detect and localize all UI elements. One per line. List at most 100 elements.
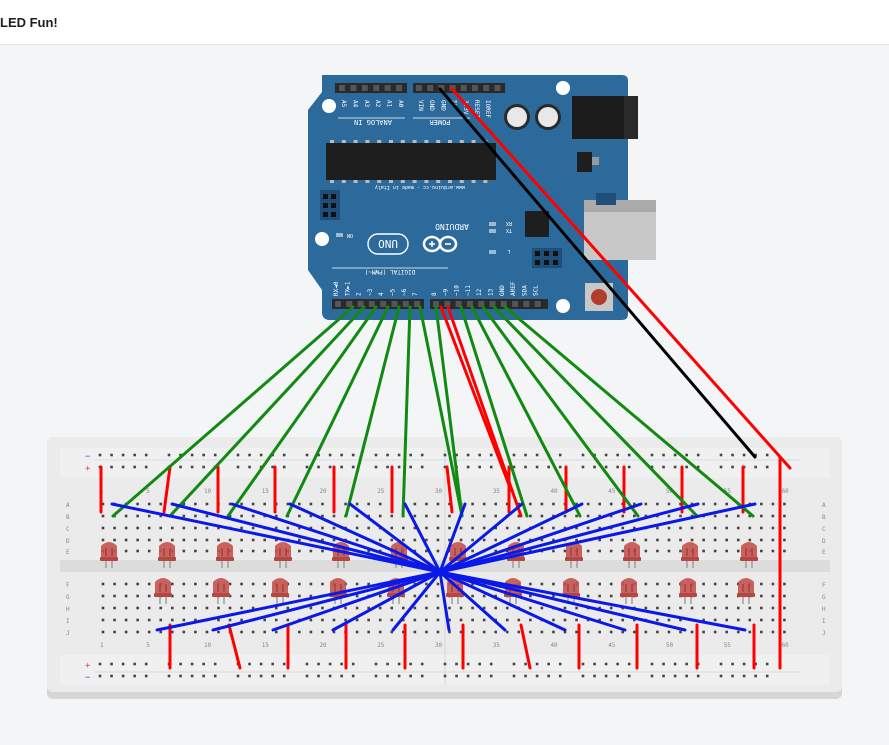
blue-wire[interactable]	[438, 502, 524, 574]
blue-wire[interactable]	[211, 570, 442, 632]
circuit-canvas[interactable]: AABBCCDDEEFFGGHHIIJJ11551010151520202525…	[0, 45, 889, 740]
led[interactable]	[681, 542, 699, 568]
led[interactable]	[100, 542, 118, 568]
blue-wire[interactable]	[438, 502, 643, 574]
rail-hole	[685, 662, 688, 666]
led[interactable]	[620, 578, 638, 604]
led[interactable]	[623, 542, 641, 568]
rail-hole	[305, 453, 309, 457]
led[interactable]	[271, 578, 289, 604]
green-signal-wire[interactable]	[434, 305, 464, 518]
breadboard-hole	[298, 630, 301, 634]
led-body	[159, 542, 175, 557]
blue-wire[interactable]	[348, 502, 442, 574]
led[interactable]	[212, 578, 230, 604]
green-signal-wire[interactable]	[401, 305, 412, 518]
rail-hole	[535, 674, 539, 678]
breadboard-hole	[425, 618, 428, 622]
green-signal-wire[interactable]	[226, 305, 378, 518]
blue-wire[interactable]	[438, 570, 687, 632]
rail-hole	[121, 453, 125, 457]
green-signal-wire[interactable]	[111, 305, 355, 518]
red-jumper-wire[interactable]	[227, 623, 242, 670]
led[interactable]	[154, 578, 172, 604]
blue-wire[interactable]	[438, 570, 747, 632]
rail-hole	[581, 465, 585, 469]
blue-wire[interactable]	[331, 570, 442, 632]
green-signal-wire[interactable]	[418, 305, 464, 518]
blue-wire[interactable]	[438, 502, 700, 574]
breadboard-hole	[205, 606, 209, 610]
breadboard-hole	[783, 549, 786, 553]
rail-hole	[627, 674, 631, 678]
breadboard-hole	[171, 630, 174, 634]
green-signal-wire[interactable]	[503, 305, 755, 518]
breadboard-hole	[471, 514, 474, 518]
breadboard-hole	[713, 526, 717, 530]
green-signal-wire[interactable]	[459, 305, 529, 518]
breadboard-hole	[586, 549, 590, 553]
blue-wire[interactable]	[391, 570, 442, 632]
blue-wire[interactable]	[438, 570, 507, 632]
blue-wire[interactable]	[438, 502, 467, 574]
led[interactable]	[679, 578, 697, 604]
breadboard-hole	[413, 526, 417, 530]
breadboard-hole	[760, 606, 763, 610]
breadboard-hole	[586, 502, 590, 506]
green-signal-wire[interactable]	[344, 305, 401, 518]
rail-hole	[202, 662, 205, 666]
red-jumper-wire[interactable]	[445, 465, 454, 514]
green-signal-wire[interactable]	[168, 305, 366, 518]
breadboard-hole	[725, 549, 728, 553]
blue-wire[interactable]	[288, 502, 442, 574]
led[interactable]	[740, 542, 758, 568]
digital-label: DIGITAL (PWM~)	[365, 268, 416, 275]
breadboard-hole	[344, 502, 347, 506]
breadboard-hole	[656, 502, 659, 506]
rx-label: RX	[506, 220, 512, 226]
rail-hole	[351, 453, 355, 457]
blue-wire[interactable]	[230, 502, 442, 574]
blue-wire[interactable]	[110, 502, 442, 574]
green-signal-wire[interactable]	[481, 305, 640, 518]
rail-hole	[662, 662, 665, 666]
wire-layer[interactable]	[99, 87, 792, 670]
blue-wire[interactable]	[438, 570, 451, 632]
breadboard[interactable]: AABBCCDDEEFFGGHHIIJJ11551010151520202525…	[47, 437, 842, 699]
led-rim	[565, 557, 583, 561]
blue-wire[interactable]	[170, 502, 442, 574]
blue-wire[interactable]	[438, 570, 567, 632]
breadboard-hole	[171, 538, 174, 542]
power-pin-label: RESET	[473, 100, 480, 118]
breadboard-hole	[194, 549, 197, 553]
led[interactable]	[274, 542, 292, 568]
led-rim	[737, 593, 755, 597]
led[interactable]	[737, 578, 755, 604]
rail-hole	[409, 662, 412, 666]
blue-wire[interactable]	[438, 502, 584, 574]
red-jumper-wire[interactable]	[519, 623, 532, 670]
led[interactable]	[565, 542, 583, 568]
breadboard-hole	[783, 514, 786, 518]
red-power-wire[interactable]	[450, 87, 792, 470]
blue-wire[interactable]	[271, 570, 442, 632]
green-signal-wire[interactable]	[492, 305, 699, 518]
black-ground-wire[interactable]	[438, 87, 757, 459]
power-pin-label: VIN	[417, 100, 424, 111]
green-signal-wire[interactable]	[285, 305, 390, 518]
breadboard-hole	[575, 502, 578, 506]
led[interactable]	[216, 542, 234, 568]
blue-wire[interactable]	[403, 502, 442, 574]
blue-wire[interactable]	[438, 502, 757, 574]
red-signal-wire[interactable]	[439, 305, 513, 492]
breadboard-hole	[517, 526, 521, 530]
reset-button[interactable]	[591, 289, 607, 305]
led[interactable]	[158, 542, 176, 568]
breadboard-hole	[633, 618, 636, 622]
red-jumper-wire[interactable]	[162, 465, 172, 514]
blue-wire[interactable]	[438, 570, 627, 632]
green-signal-wire[interactable]	[470, 305, 582, 518]
breadboard-hole	[760, 582, 763, 586]
blue-wire[interactable]	[155, 570, 442, 632]
